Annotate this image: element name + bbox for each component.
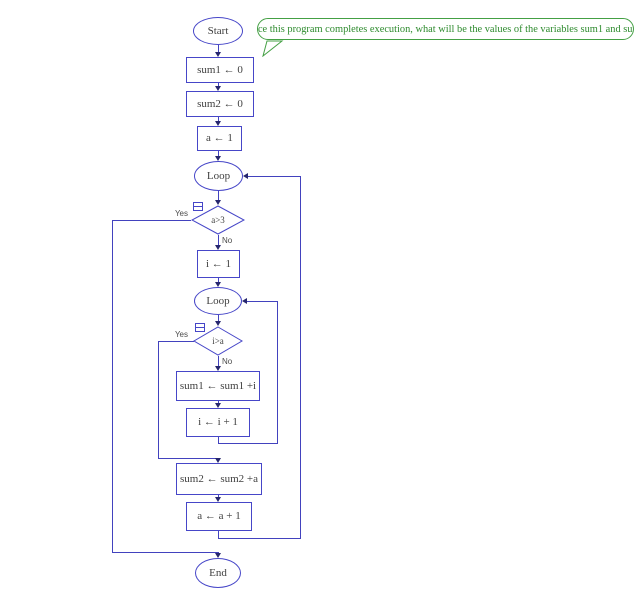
process-increment-a-label: a ← a + 1 bbox=[197, 510, 241, 522]
collapse-toggle-outer-icon[interactable] bbox=[193, 202, 203, 211]
branch-label-inner-yes: Yes bbox=[174, 330, 188, 339]
arrowhead bbox=[242, 298, 247, 304]
connector-inner-return-bottom bbox=[218, 443, 278, 444]
branch-label-outer-yes: Yes bbox=[174, 209, 188, 218]
connector-inner-yes-vertical bbox=[158, 341, 159, 459]
process-init-sum1[interactable]: sum1 ← 0 bbox=[186, 57, 254, 83]
connector-outer-yes-out bbox=[112, 220, 191, 221]
process-accumulate-sum2[interactable]: sum2 ← sum2 +a bbox=[176, 463, 262, 495]
arrowhead bbox=[215, 282, 221, 287]
connector-outer-return-bottom bbox=[218, 538, 301, 539]
connector-accsum1-to-inci bbox=[218, 401, 219, 404]
arrowhead bbox=[215, 121, 221, 126]
arrowhead bbox=[215, 403, 221, 408]
decision-outer[interactable]: a>3 bbox=[191, 205, 245, 235]
arrowhead bbox=[215, 497, 221, 502]
loop-start-inner[interactable]: Loop bbox=[194, 287, 242, 315]
connector-inci-down bbox=[218, 437, 219, 444]
decision-inner-label: i>a bbox=[212, 336, 224, 346]
arrowhead bbox=[215, 366, 221, 371]
loop-start-outer-label: Loop bbox=[206, 169, 231, 182]
comment-text: Once this program completes execution, w… bbox=[257, 23, 634, 35]
connector-i-to-innerloop bbox=[218, 278, 219, 283]
collapse-toggle-inner-icon[interactable] bbox=[195, 323, 205, 332]
connector-outer-return-top bbox=[248, 176, 301, 177]
connector-sum2-to-a bbox=[218, 117, 219, 122]
connector-a-to-outerloop bbox=[218, 151, 219, 157]
comment-callout[interactable]: Once this program completes execution, w… bbox=[257, 18, 634, 40]
decision-outer-label: a>3 bbox=[211, 215, 225, 225]
connector-inner-return-vertical bbox=[277, 301, 278, 444]
process-init-i[interactable]: i ← 1 bbox=[197, 250, 240, 278]
diamond-shape-icon bbox=[193, 326, 243, 356]
callout-tail-icon bbox=[262, 40, 284, 57]
arrowhead bbox=[215, 321, 221, 326]
connector-outer-yes-in bbox=[112, 552, 219, 553]
process-init-i-label: i ← 1 bbox=[205, 257, 232, 270]
branch-label-inner-no: No bbox=[222, 357, 233, 366]
process-increment-a[interactable]: a ← a + 1 bbox=[186, 502, 252, 531]
loop-start-inner-label: Loop bbox=[206, 294, 230, 307]
terminal-end[interactable]: End bbox=[195, 558, 241, 588]
connector-inca-down bbox=[218, 531, 219, 539]
connector-outer-return-vertical bbox=[300, 176, 301, 539]
connector-outerno-to-i bbox=[218, 235, 219, 246]
arrowhead bbox=[215, 156, 221, 161]
diamond-shape-icon bbox=[191, 205, 245, 235]
connector-accsum2-to-inca bbox=[218, 495, 219, 498]
connector-innerloop-to-decision bbox=[218, 315, 219, 322]
connector-inner-yes-in bbox=[158, 458, 219, 459]
process-accumulate-sum1-label: sum1 ← sum1 +i bbox=[179, 379, 257, 392]
process-accumulate-sum2-label: sum2 ← sum2 +a bbox=[179, 472, 258, 485]
process-accumulate-sum1[interactable]: sum1 ← sum1 +i bbox=[176, 371, 260, 401]
arrowhead bbox=[215, 200, 221, 205]
arrowhead bbox=[215, 553, 221, 558]
arrowhead bbox=[215, 245, 221, 250]
terminal-start[interactable]: Start bbox=[193, 17, 243, 45]
process-increment-i[interactable]: i ← i + 1 bbox=[186, 408, 250, 437]
connector-sum1-to-sum2 bbox=[218, 83, 219, 87]
loop-start-outer[interactable]: Loop bbox=[194, 161, 243, 191]
arrowhead bbox=[243, 173, 248, 179]
process-init-sum2[interactable]: sum2 ← 0 bbox=[186, 91, 254, 117]
terminal-start-label: Start bbox=[207, 24, 229, 37]
process-init-a-label: a ← 1 bbox=[206, 132, 233, 144]
arrowhead bbox=[215, 458, 221, 463]
process-init-sum1-label: sum1 ← 0 bbox=[197, 63, 243, 76]
decision-inner[interactable]: i>a bbox=[193, 326, 243, 356]
connector-outer-yes-vertical bbox=[112, 220, 113, 553]
connector-inner-yes-out bbox=[158, 341, 194, 342]
connector-inner-return-top bbox=[247, 301, 278, 302]
connector-outerloop-to-decision bbox=[218, 191, 219, 201]
arrowhead bbox=[215, 52, 221, 57]
process-increment-i-label: i ← i + 1 bbox=[198, 416, 238, 428]
connector-start-to-sum1 bbox=[218, 45, 219, 53]
process-init-sum2-label: sum2 ← 0 bbox=[197, 97, 243, 110]
arrowhead bbox=[215, 86, 221, 91]
terminal-end-label: End bbox=[209, 566, 227, 579]
process-init-a[interactable]: a ← 1 bbox=[197, 126, 242, 151]
connector-innerno-to-accsum1 bbox=[218, 356, 219, 367]
branch-label-outer-no: No bbox=[222, 236, 233, 245]
